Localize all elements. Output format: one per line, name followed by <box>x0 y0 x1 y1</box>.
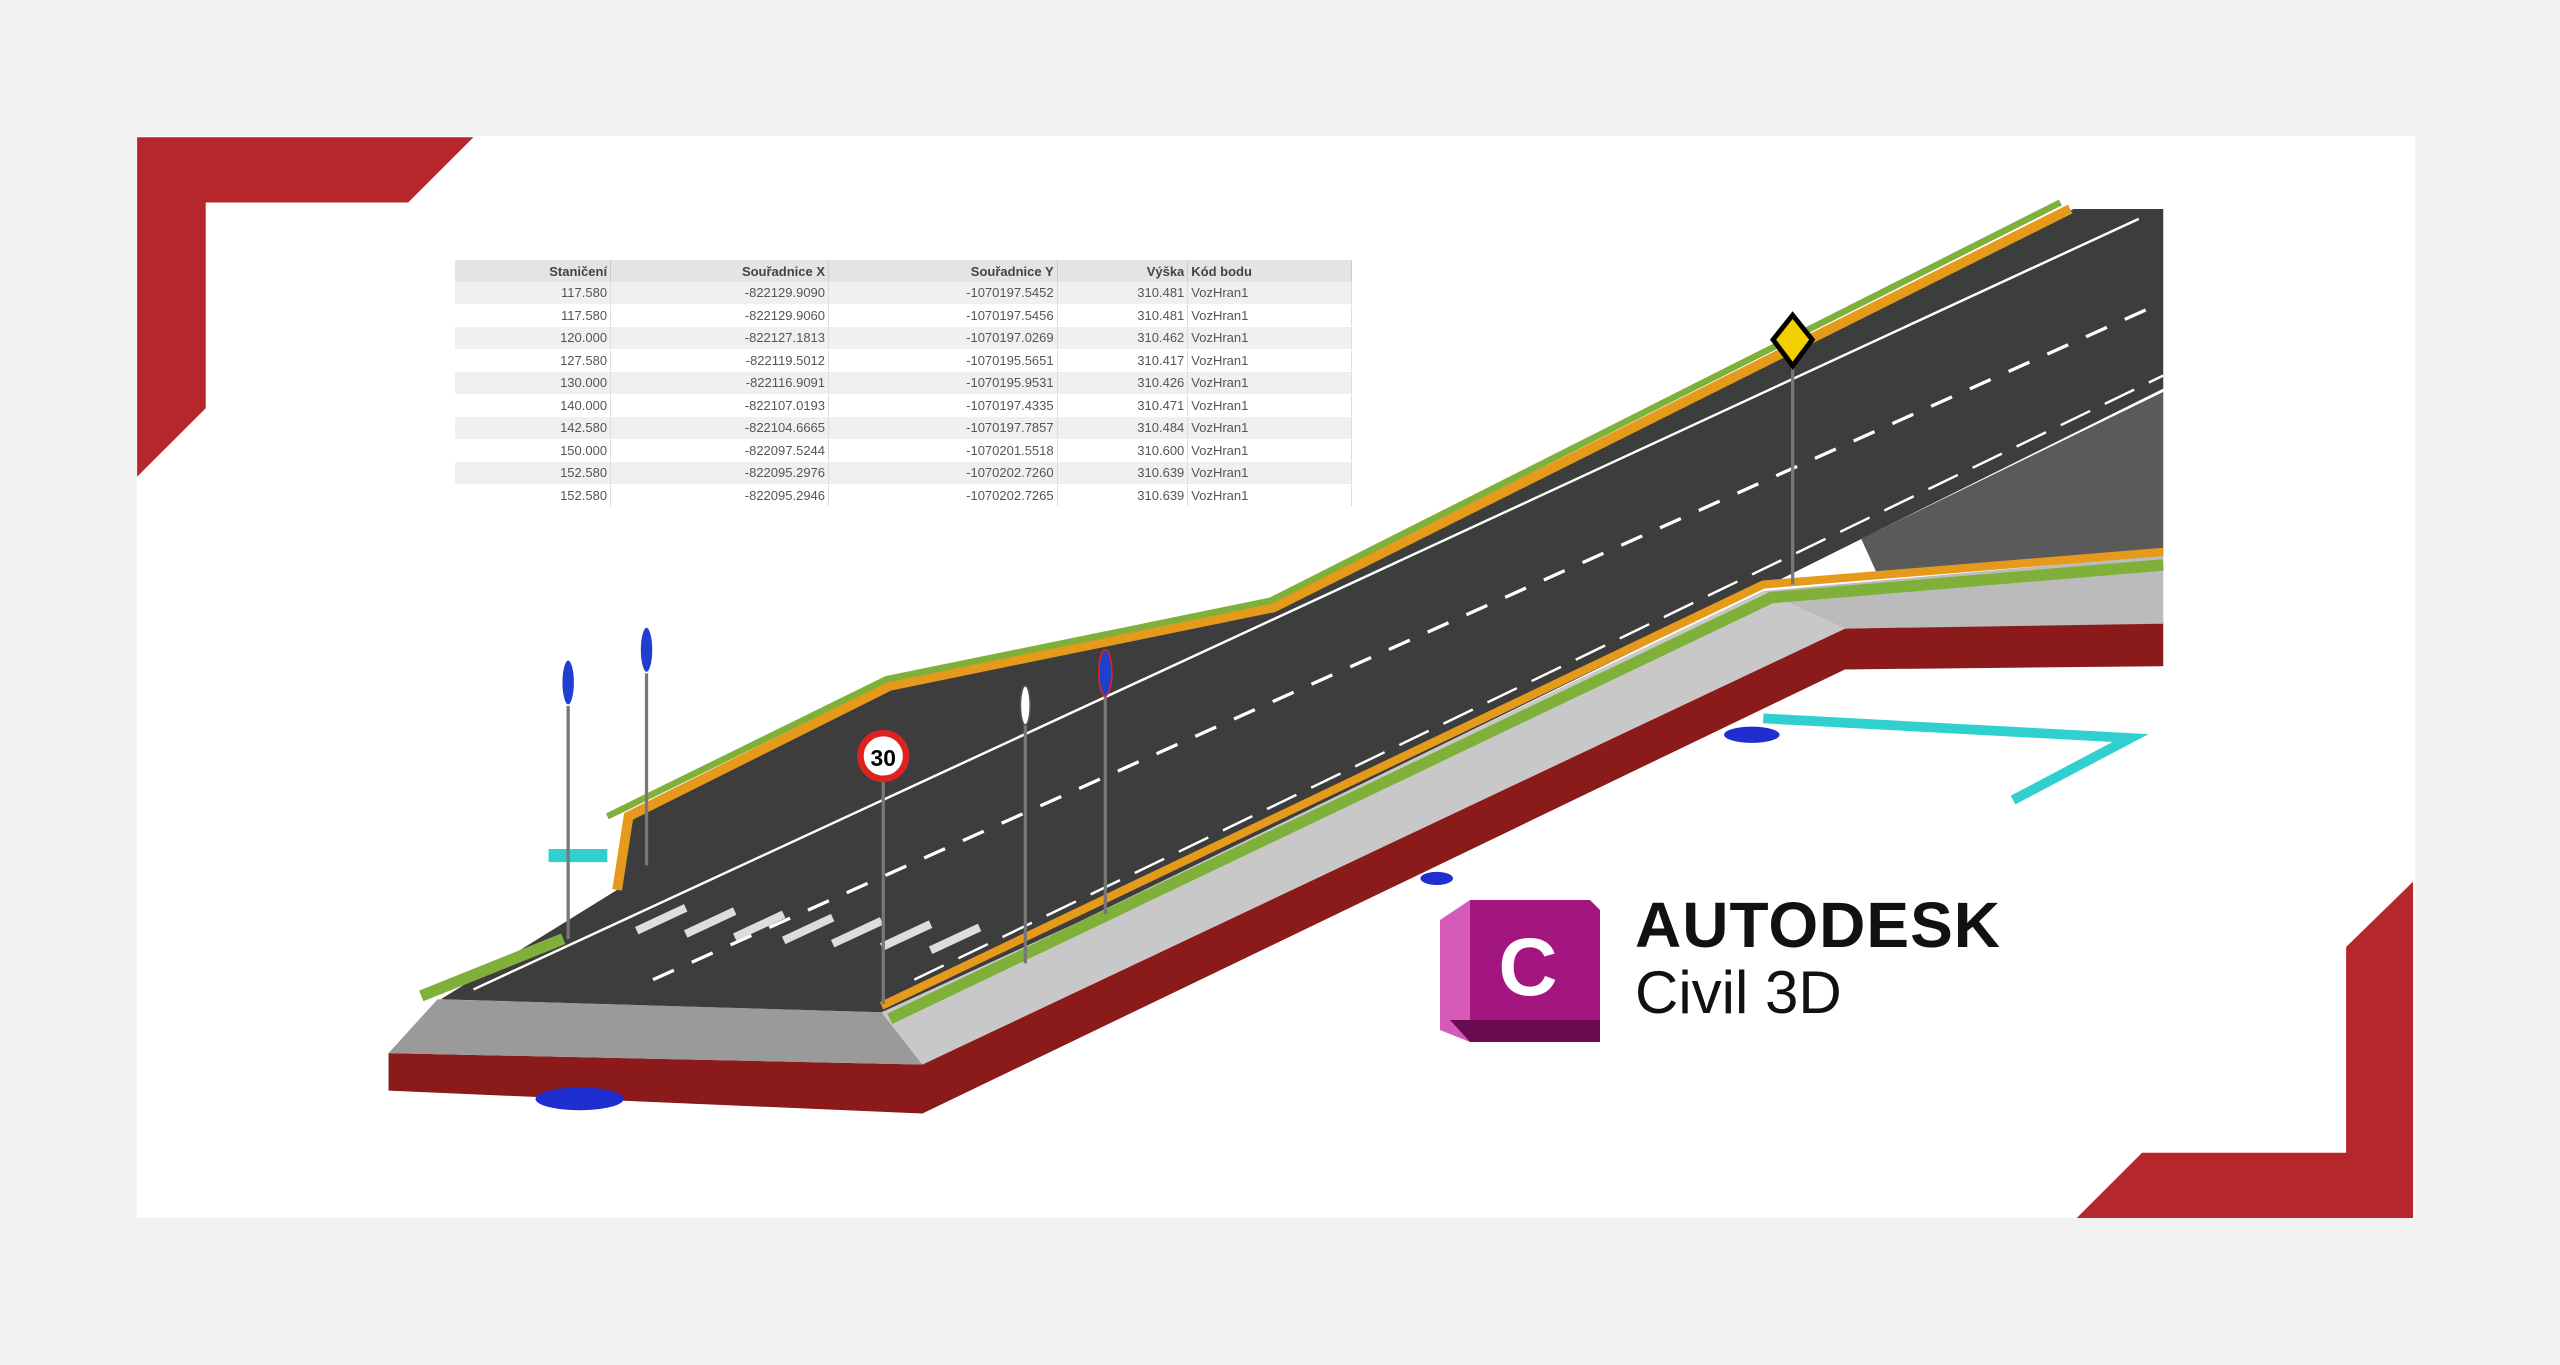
brand-name: AUTODESK <box>1635 889 2001 961</box>
sign-round <box>639 626 654 674</box>
speed-limit-sign <box>857 729 910 783</box>
table-cell: -822116.9091 <box>610 371 830 395</box>
col-header: Souřadnice X <box>610 260 830 282</box>
crosswalk <box>635 904 982 954</box>
table-cell: VozHran1 <box>1187 349 1352 372</box>
table-cell: -822104.6665 <box>610 416 830 440</box>
table-cell: VozHran1 <box>1187 326 1352 350</box>
table-cell: VozHran1 <box>1187 371 1352 395</box>
table-cell: -1070195.5651 <box>828 349 1058 372</box>
product-name: Civil 3D <box>1635 959 1842 1026</box>
table-cell: 120.000 <box>455 326 612 350</box>
coordinates-table: Staničení Souřadnice X Souřadnice Y Výšk… <box>455 260 1352 507</box>
foundation <box>1724 726 1780 743</box>
table-cell: -1070202.7260 <box>828 461 1058 485</box>
table-cell: VozHran1 <box>1187 416 1352 440</box>
table-cell: 310.639 <box>1057 484 1189 507</box>
col-header: Staničení <box>455 260 612 282</box>
table-header-row: Staničení Souřadnice X Souřadnice Y Výšk… <box>455 260 1352 282</box>
table-cell: 152.580 <box>455 484 612 507</box>
priority-road-sign <box>1769 311 1816 370</box>
table-cell: -822097.5244 <box>610 439 830 462</box>
col-header: Kód bodu <box>1187 260 1352 282</box>
table-cell: 140.000 <box>455 394 612 417</box>
sign-round <box>1097 649 1113 697</box>
table-cell: 310.481 <box>1057 304 1189 327</box>
table-cell: -1070197.5452 <box>828 282 1058 305</box>
table-cell: VozHran1 <box>1187 484 1352 507</box>
table-cell: -822129.9060 <box>610 304 830 327</box>
curb-orange <box>612 204 2073 891</box>
asphalt <box>440 209 2164 1013</box>
table-cell: 130.000 <box>455 371 612 395</box>
svg-text:C: C <box>1498 922 1557 1013</box>
table-cell: 310.481 <box>1057 282 1189 305</box>
table-cell: -1070197.0269 <box>828 326 1058 350</box>
sign-round <box>1019 684 1032 726</box>
table-cell: 310.471 <box>1057 394 1189 417</box>
lane-line-center <box>652 300 2164 982</box>
lane-line-right <box>913 374 2164 981</box>
roundabout-area <box>1861 391 2164 575</box>
table-cell: -822107.0193 <box>610 394 830 417</box>
foundation <box>535 1087 624 1111</box>
lane-line-edge <box>472 217 2140 991</box>
table-cell: 117.580 <box>455 304 612 327</box>
table-cell: VozHran1 <box>1187 439 1352 462</box>
corner-bracket-top-left <box>137 137 474 477</box>
col-header: Souřadnice Y <box>828 260 1058 282</box>
cyan-pipe <box>1763 713 2149 805</box>
table-cell: -1070201.5518 <box>828 439 1058 462</box>
sidewalk-green-left <box>419 933 566 1002</box>
civil3d-logo: C <box>1440 900 1600 1042</box>
table-cell: VozHran1 <box>1187 461 1352 485</box>
curb-orange-right <box>879 547 2164 1010</box>
table-cell: -1070197.7857 <box>828 416 1058 440</box>
road-base <box>388 620 2164 1114</box>
corner-bracket-bottom-right <box>2076 881 2414 1219</box>
table-cell: -1070202.7265 <box>828 484 1058 507</box>
table-cell: -822119.5012 <box>610 349 830 372</box>
road-embankment <box>881 591 1845 1065</box>
curb-green <box>605 199 2062 820</box>
table-cell: 150.000 <box>455 439 612 462</box>
table-cell: VozHran1 <box>1187 282 1352 305</box>
speed-limit-text: 30 <box>871 745 896 771</box>
table-cell: -822095.2946 <box>610 484 830 507</box>
table-cell: -1070197.5456 <box>828 304 1058 327</box>
table-cell: 127.580 <box>455 349 612 372</box>
sidewalk-green-right <box>887 559 2164 1024</box>
table-cell: -822095.2976 <box>610 461 830 485</box>
sign-round <box>560 658 576 707</box>
table-cell: 152.580 <box>455 461 612 485</box>
table-cell: 310.484 <box>1057 416 1189 440</box>
table-cell: VozHran1 <box>1187 394 1352 417</box>
table-cell: -1070195.9531 <box>828 371 1058 395</box>
table-cell: 310.639 <box>1057 461 1189 485</box>
table-cell: -1070197.4335 <box>828 394 1058 417</box>
table-cell: 310.417 <box>1057 349 1189 372</box>
table-cell: 310.426 <box>1057 371 1189 395</box>
table-cell: 310.600 <box>1057 439 1189 462</box>
table-cell: VozHran1 <box>1187 304 1352 327</box>
foundation <box>1420 871 1454 885</box>
table-cell: -822127.1813 <box>610 326 830 350</box>
table-cell: -822129.9090 <box>610 282 830 305</box>
table-cell: 142.580 <box>455 416 612 440</box>
col-header: Výška <box>1057 260 1189 282</box>
table-cell: 117.580 <box>455 282 612 305</box>
table-cell: 310.462 <box>1057 326 1189 350</box>
road-side-wall <box>388 999 923 1065</box>
